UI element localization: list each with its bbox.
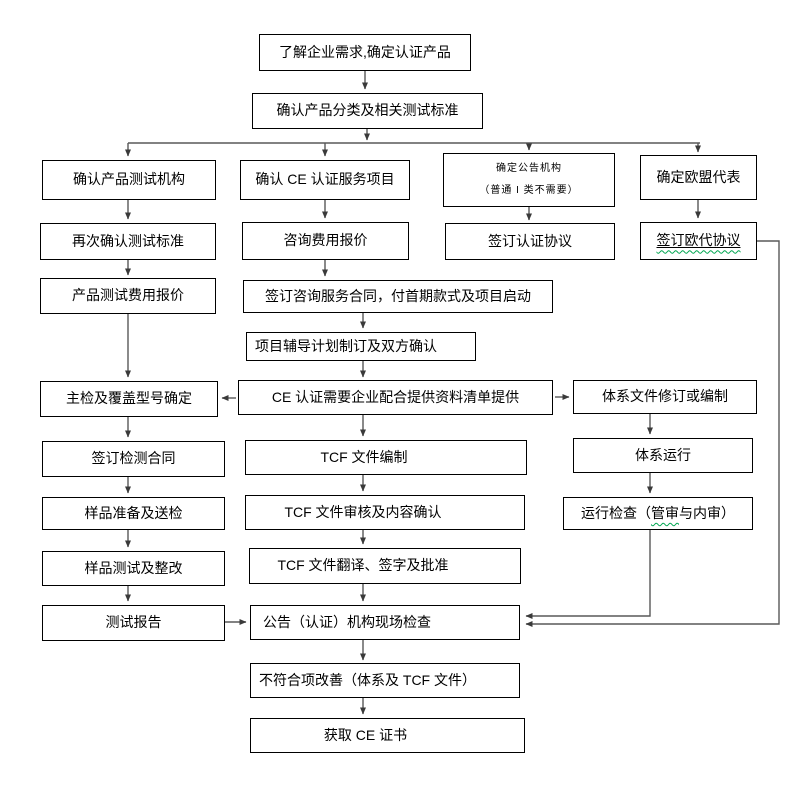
node-label: CE 认证需要企业配合提供资料清单提供 (271, 388, 520, 405)
node-label: 确认产品分类及相关测试标准 (276, 102, 459, 119)
node-label: 测试报告 (105, 614, 162, 631)
node-label: TCF 文件编制 (320, 448, 408, 465)
node-label: 确定欧盟代表 (656, 168, 741, 185)
node-system-doc-revision: 体系文件修订或编制 (573, 380, 757, 414)
node-label: TCF 文件翻译、签字及批准 (277, 557, 449, 574)
node-label: 项目辅导计划制订及双方确认 (255, 337, 437, 354)
node-label: 签订认证协议 (488, 232, 572, 249)
node-label: 样品准备及送检 (84, 504, 183, 521)
node-doc-checklist: CE 认证需要企业配合提供资料清单提供 (238, 380, 553, 415)
node-label: 产品测试费用报价 (72, 287, 184, 304)
node-label: 再次确认测试标准 (72, 232, 184, 249)
node-tcf-prepare: TCF 文件编制 (245, 440, 527, 475)
node-label: 不符合项改善（体系及 TCF 文件） (259, 671, 476, 688)
node-label-line1: 确定公告机构 (496, 162, 562, 174)
node-sample-test: 样品测试及整改 (42, 551, 225, 586)
underline-wrap: 签订欧代协议 (657, 232, 741, 250)
node-product-classification: 确认产品分类及相关测试标准 (252, 93, 483, 129)
node-label-line2: （普通 I 类不需要） (479, 185, 579, 196)
node-testing-agency: 确认产品测试机构 (42, 160, 216, 200)
node-label: 主检及覆盖型号确定 (66, 390, 192, 407)
node-label: 签订欧代协议 (656, 232, 741, 249)
node-label: 获取 CE 证书 (323, 726, 408, 743)
node-cert-agreement: 签订认证协议 (445, 223, 615, 260)
node-eu-rep-agreement: 签订欧代协议 (640, 222, 757, 260)
node-system-run: 体系运行 (573, 438, 753, 473)
node-consult-contract: 签订咨询服务合同，付首期款式及项目启动 (243, 280, 553, 313)
node-label: 确认产品测试机构 (73, 171, 185, 188)
node-test-fee-quote: 产品测试费用报价 (40, 278, 216, 314)
node-recheck-standard: 再次确认测试标准 (40, 223, 216, 260)
node-label-suffix: 与内审） (679, 504, 735, 521)
node-coaching-plan: 项目辅导计划制订及双方确认 (246, 332, 476, 361)
node-label: 确认 CE 认证服务项目 (255, 171, 395, 188)
node-label: 签订检测合同 (91, 450, 176, 467)
node-label-prefix: 运行检查（ (581, 504, 651, 521)
node-label: 样品测试及整改 (84, 559, 183, 576)
node-label: TCF 文件审核及内容确认 (284, 503, 442, 520)
node-label-wavy: 管审 (651, 504, 679, 521)
node-get-cert: 获取 CE 证书 (250, 718, 525, 753)
node-test-contract: 签订检测合同 (42, 441, 225, 477)
node-nc-improvement: 不符合项改善（体系及 TCF 文件） (250, 663, 520, 698)
node-run-check: 运行检查（管审与内审） (563, 497, 753, 530)
node-label: 体系文件修订或编制 (602, 388, 728, 405)
node-onsite-audit: 公告（认证）机构现场检查 (250, 605, 520, 640)
node-tcf-review: TCF 文件审核及内容确认 (245, 495, 525, 530)
node-label: 咨询费用报价 (283, 232, 368, 249)
node-label: 了解企业需求,确定认证产品 (279, 43, 451, 60)
node-label: 公告（认证）机构现场检查 (263, 613, 431, 630)
node-consult-quote: 咨询费用报价 (242, 222, 409, 260)
node-understand-needs: 了解企业需求,确定认证产品 (259, 34, 471, 71)
node-sample-prep: 样品准备及送检 (42, 497, 225, 530)
node-main-model: 主检及覆盖型号确定 (40, 381, 218, 417)
node-label: 签订咨询服务合同，付首期款式及项目启动 (265, 287, 531, 304)
node-test-report: 测试报告 (42, 605, 225, 641)
node-eu-rep: 确定欧盟代表 (640, 155, 757, 200)
node-label: 体系运行 (635, 446, 691, 463)
node-ce-service-items: 确认 CE 认证服务项目 (240, 160, 410, 200)
node-notified-body: 确定公告机构 （普通 I 类不需要） (443, 153, 615, 207)
node-tcf-translate: TCF 文件翻译、签字及批准 (249, 548, 521, 584)
